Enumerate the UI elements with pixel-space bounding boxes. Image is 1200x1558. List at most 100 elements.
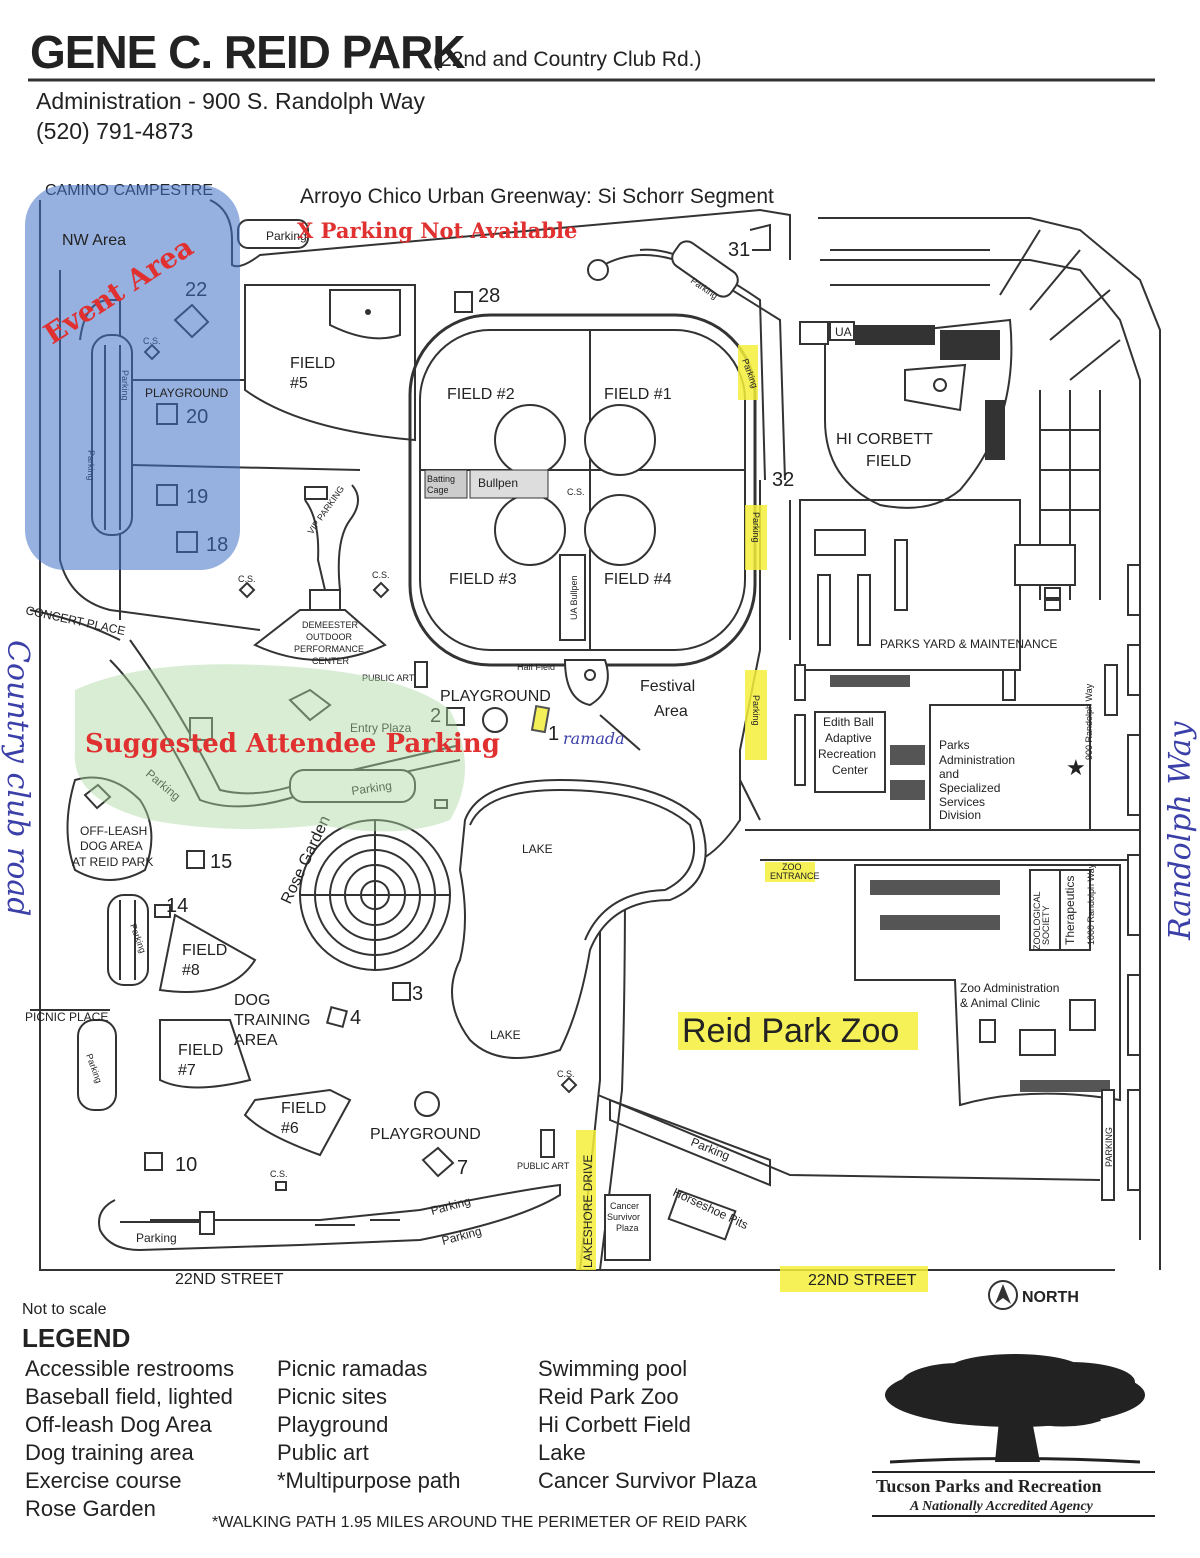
hi-corbett-label-2: FIELD [866, 453, 911, 470]
zoo-entrance-label-1: ZOO [782, 862, 802, 872]
cs-label-fields: C.S. [567, 487, 585, 497]
edith-label-2: Adaptive [825, 731, 872, 745]
north-arrow: NORTH [988, 1280, 1079, 1310]
field-1-label: FIELD #1 [604, 386, 672, 403]
zoo-admin-label-1: Zoo Administration [960, 981, 1059, 995]
22nd-street-label-west: 22ND STREET [175, 1271, 284, 1288]
site-15-marker [186, 850, 205, 869]
playground-center-label: PLAYGROUND [440, 688, 551, 705]
randolph-900-label: 900 Randolph Way [1084, 683, 1094, 760]
parks-admin-label-1: Parks [939, 738, 970, 752]
highlight-reid-park-zoo [678, 1012, 918, 1050]
legend-item: Picnic sites [277, 1384, 387, 1409]
lake: LAKE LAKE [451, 778, 707, 1059]
not-to-scale-label: Not to scale [22, 1301, 107, 1318]
parks-admin-label-2: Administration [939, 753, 1015, 767]
dog-training-label-3: AREA [234, 1032, 278, 1049]
site-3-num: 3 [412, 983, 423, 1005]
hi-corbett-label-1: HI CORBETT [836, 431, 933, 448]
field-6-num: #6 [281, 1120, 299, 1137]
site-7-marker [421, 1146, 455, 1178]
playground-south-label: PLAYGROUND [370, 1126, 481, 1143]
site-10-marker [144, 1152, 163, 1171]
cs-label-3: C.S. [557, 1069, 575, 1079]
legend-item: Cancer Survivor Plaza [538, 1468, 758, 1493]
site-31-marker [749, 223, 771, 251]
randolph-1000-label: 1000 Randolph Way [1086, 863, 1096, 945]
site-1-num: 1 [548, 723, 559, 745]
demeester-label-3: PERFORMANCE [294, 644, 364, 654]
site-31-num: 31 [728, 239, 750, 261]
parks-yard: PARKS YARD & MAINTENANCE [799, 499, 1076, 671]
east-parking-label-3: Parking [751, 695, 761, 726]
star-icon: ★ [1066, 755, 1086, 780]
walking-path-note: *WALKING PATH 1.95 MILES AROUND THE PERI… [212, 1514, 748, 1531]
parks-admin-label-6: Division [939, 808, 981, 822]
playground-nw-label: PLAYGROUND [145, 386, 228, 400]
legend-item: Public art [277, 1440, 369, 1465]
legend-item: Accessible restrooms [25, 1356, 234, 1381]
half-field: Half Field [517, 659, 641, 751]
field-7: FIELD #7 [159, 1019, 252, 1089]
four-fields-complex: Batting Cage Bullpen UA Bullpen FIELD #2… [408, 313, 757, 667]
legend-item: Hi Corbett Field [538, 1412, 691, 1437]
parks-admin: Parks Administration and Specialized Ser… [929, 683, 1094, 831]
batting-cage-label-2: Cage [427, 485, 449, 495]
highlight-22nd-street [780, 1266, 928, 1292]
nw-area-label: NW Area [62, 232, 126, 249]
legend-item: Reid Park Zoo [538, 1384, 679, 1409]
legend-item: Playground [277, 1412, 388, 1437]
zoological-label-1: ZOOLOGICAL [1032, 891, 1042, 950]
site-32-num: 32 [772, 469, 794, 491]
demeester-label-4: CENTER [312, 656, 350, 666]
cancer-plaza-label-3: Plaza [616, 1223, 639, 1233]
tucson-parks-logo: Tucson Parks and Recreation A Nationally… [872, 1354, 1155, 1517]
reid-park-zoo-label: Reid Park Zoo [682, 1012, 899, 1050]
highlight-parking-east-1 [738, 345, 758, 400]
field-6-label: FIELD [281, 1100, 326, 1117]
public-art-marker-1 [414, 661, 428, 688]
suggested-parking-overlay [74, 664, 466, 832]
zoo-parking-label: PARKING [1104, 1127, 1114, 1167]
site-14-num: 14 [166, 895, 188, 917]
entry-plaza-label: Entry Plaza [350, 721, 412, 735]
parks-admin-label-4: Specialized [939, 781, 1000, 795]
country-club-road-label: Country club road [0, 640, 35, 917]
highlight-parking-east-3 [745, 670, 767, 760]
pool-circle [482, 707, 508, 733]
agency-tagline: A Nationally Accredited Agency [909, 1499, 1094, 1514]
east-bars [794, 564, 1141, 1191]
site-28-marker [454, 291, 473, 313]
ua-bullpen-label: UA Bullpen [569, 575, 579, 620]
cs-marker-3 [560, 1076, 578, 1094]
field-5-num: #5 [290, 375, 308, 392]
site-2-num: 2 [430, 705, 441, 727]
off-leash-label-2: DOG AREA [80, 839, 143, 853]
admin-address: Administration - 900 S. Randolph Way [36, 88, 426, 114]
festival-label-1: Festival [640, 678, 695, 695]
legend-item: Rose Garden [25, 1496, 156, 1521]
site-2-marker [446, 707, 465, 726]
ne-parking-lot [671, 240, 739, 298]
greenway-label: Arroyo Chico Urban Greenway: Si Schorr S… [300, 185, 774, 208]
highlight-zoo-entrance [765, 862, 815, 882]
half-field-label: Half Field [517, 662, 555, 672]
site-4-num: 4 [350, 1007, 361, 1029]
cs-marker-south [275, 1181, 287, 1191]
legend-item: *Multipurpose path [277, 1468, 460, 1493]
south-playground-circle [414, 1091, 440, 1117]
demeester-label-2: OUTDOOR [306, 632, 352, 642]
field-5-label: FIELD [290, 355, 335, 372]
parks-admin-label-5: Services [939, 795, 985, 809]
oak-tree-icon [885, 1354, 1145, 1464]
sw-parking-2: Parking [77, 1019, 117, 1111]
edith-label-3: Recreation [818, 747, 876, 761]
demeester-center: DEMEESTER OUTDOOR PERFORMANCE CENTER VIP… [253, 484, 387, 666]
site-7-num: 7 [457, 1157, 468, 1179]
public-art-marker-2 [540, 1129, 555, 1158]
legend-item: Picnic ramadas [277, 1356, 427, 1381]
off-leash-dog-area: OFF-LEASH DOG AREA AT REID PARK [66, 776, 153, 881]
agency-name: Tucson Parks and Recreation [876, 1476, 1102, 1496]
cancer-plaza-label-1: Cancer [610, 1201, 639, 1211]
